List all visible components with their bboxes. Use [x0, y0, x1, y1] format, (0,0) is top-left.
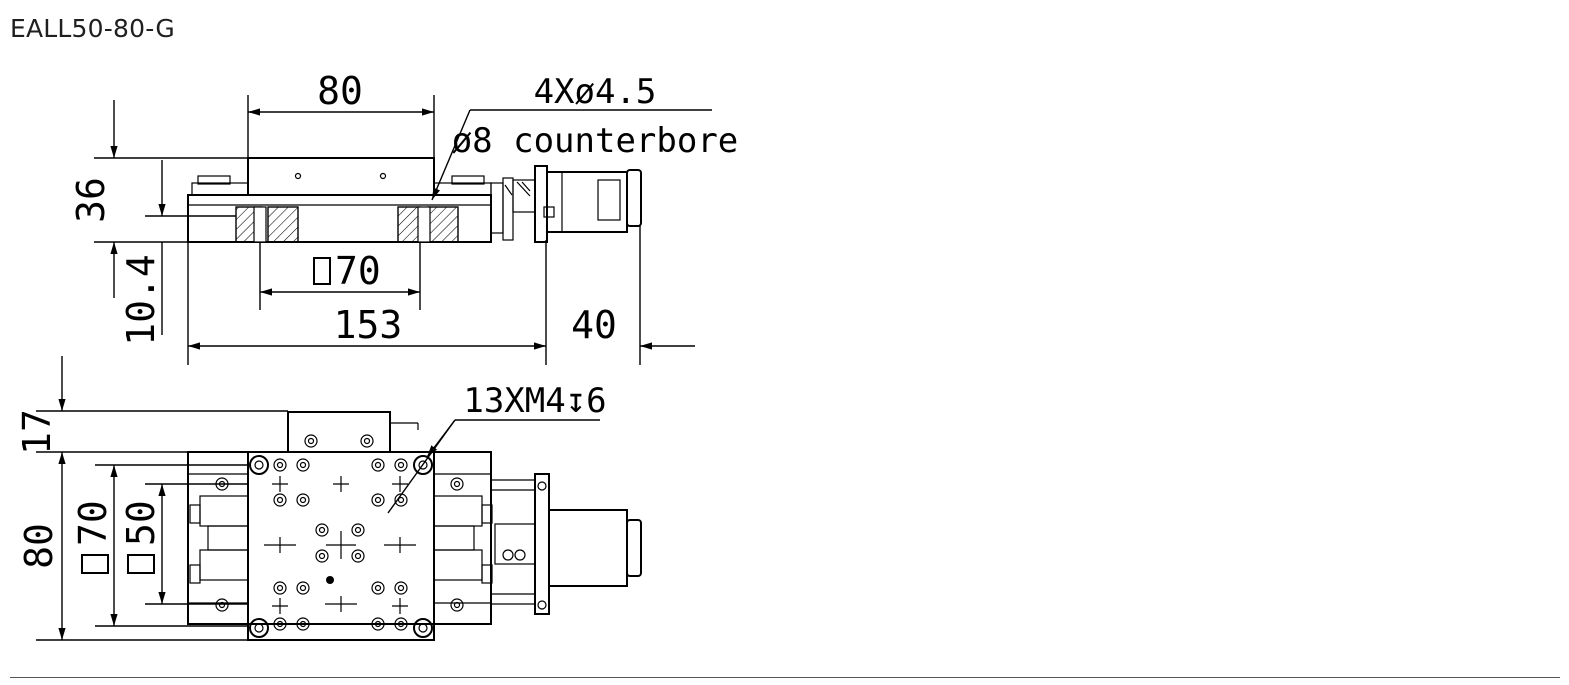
- dim-inner-square: 70: [335, 249, 381, 293]
- dim-offset: 17: [15, 409, 59, 455]
- dim-base-height: 10.4: [119, 254, 163, 346]
- dim-square-inner: 50: [119, 500, 163, 546]
- side-view: 80 4Xø4.5 ø8 counterbore 36 10.4 70 153 …: [69, 69, 738, 365]
- dim-width: 80: [17, 523, 61, 569]
- drawing-title: EALL50-80-G: [10, 14, 175, 43]
- motor-body: [546, 171, 628, 233]
- motor-flange-top: [534, 473, 550, 615]
- dim-height: 36: [69, 177, 113, 223]
- crosshairs: [264, 476, 416, 614]
- mounting-holes: [215, 434, 464, 638]
- motor-body-top: [548, 509, 628, 587]
- dim-motor-length: 40: [571, 303, 617, 347]
- dim-top-width: 80: [317, 69, 363, 113]
- dim-square-outer: 70: [71, 500, 115, 546]
- thread-note: 13XM4↧6: [463, 381, 606, 421]
- motor-flange: [534, 165, 548, 243]
- base-plate: [187, 451, 492, 625]
- motor-knob: [626, 169, 642, 227]
- hole-note-line2: ø8 counterbore: [452, 121, 739, 161]
- hole-note-line1: 4Xø4.5: [534, 72, 657, 112]
- section-hatch-right: [427, 206, 459, 243]
- top-view: 13XM4↧6 17 80 70 50: [15, 356, 642, 641]
- carriage-top: [247, 157, 435, 196]
- bottom-divider: [10, 677, 1560, 678]
- dim-total-length: 153: [334, 303, 403, 347]
